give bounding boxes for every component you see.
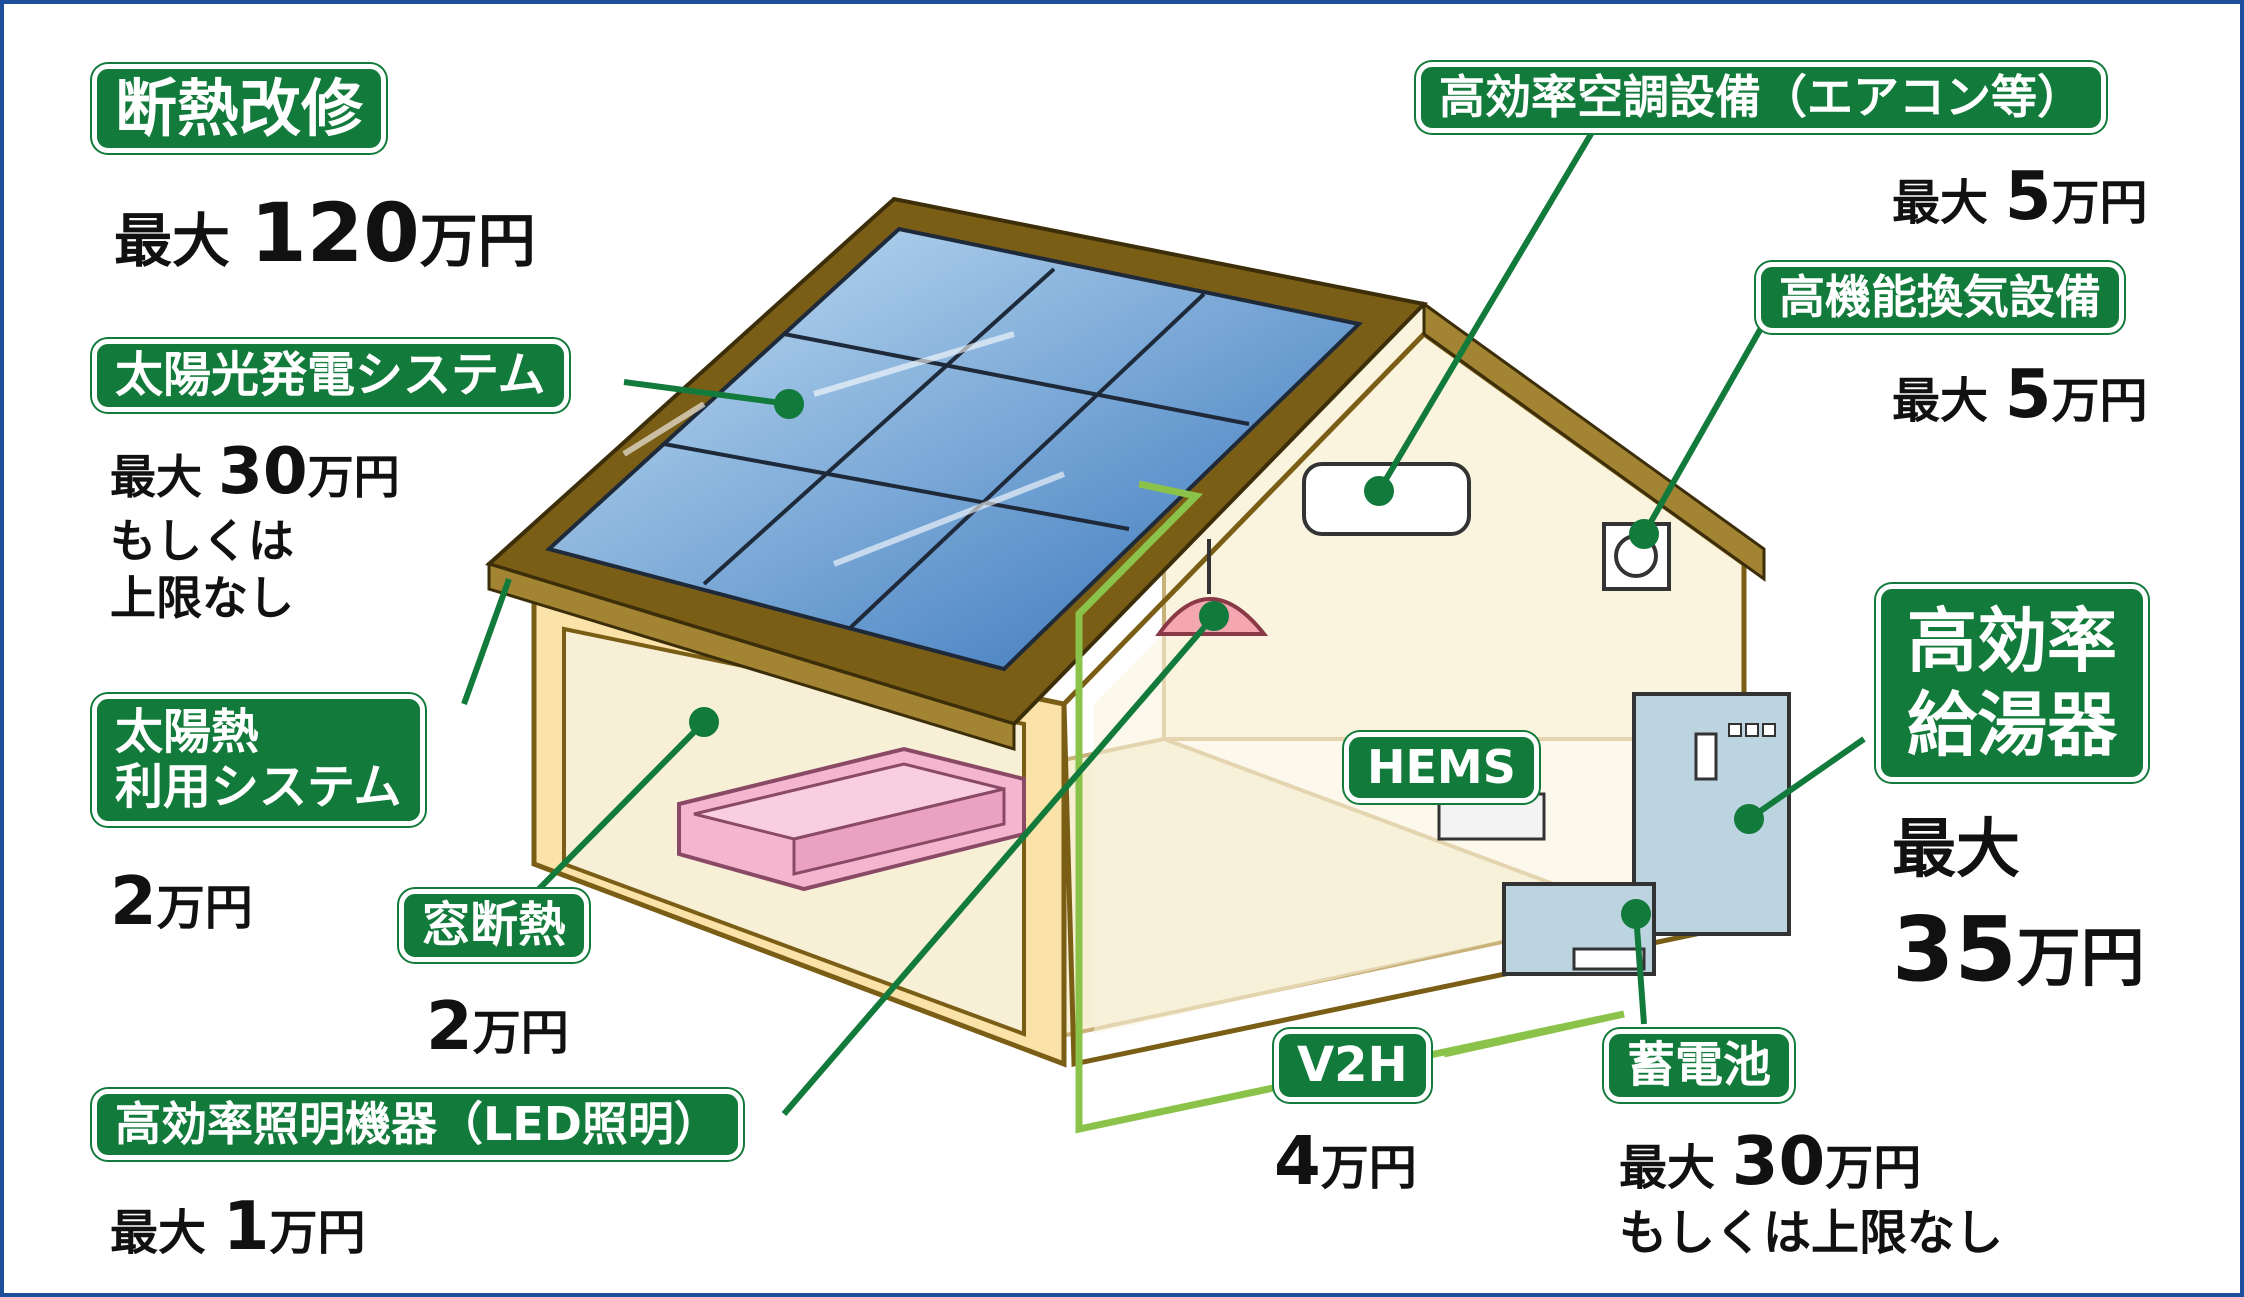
- value-water-heater: 最大 35万円: [1892, 809, 2145, 1009]
- value-solar-power-line3: 上限なし: [110, 571, 294, 625]
- value-lighting-unit: 万円: [269, 1205, 366, 1261]
- value-aircon: 最大 5万円: [1892, 154, 2148, 238]
- roof-ridge: [1422, 301, 1766, 582]
- value-lighting-number: 1: [222, 1187, 270, 1265]
- value-solar-power-unit: 万円: [307, 450, 400, 504]
- label-battery: 蓄電池: [1604, 1029, 1795, 1103]
- value-ventilation: 最大 5万円: [1892, 352, 2148, 436]
- value-solar-power-prefix: 最大: [110, 450, 202, 504]
- value-solar-heat: 2万円: [110, 859, 253, 943]
- value-solar-power: 最大 30万円 もしくは 上限なし: [110, 432, 400, 628]
- value-solar-heat-number: 2: [110, 862, 157, 940]
- label-water-heater: 高効率 給湯器: [1876, 584, 2148, 782]
- value-ventilation-unit: 万円: [2051, 373, 2148, 429]
- label-water-heater-line1: 高効率: [1907, 600, 2117, 682]
- label-aircon: 高効率空調設備（エアコン等）: [1416, 62, 2106, 133]
- value-battery-number: 30: [1731, 1122, 1826, 1200]
- value-insulation-prefix: 最大: [114, 207, 231, 275]
- leader-lines: [461, 127, 1866, 1116]
- label-ventilation: 高機能換気設備: [1756, 262, 2124, 333]
- value-insulation-unit: 万円: [419, 207, 536, 275]
- value-ventilation-number: 5: [2004, 355, 2052, 433]
- value-water-heater-unit: 万円: [2016, 922, 2145, 997]
- value-lighting: 最大 1万円: [110, 1184, 366, 1268]
- value-solar-heat-unit: 万円: [156, 880, 253, 936]
- label-lighting: 高効率照明機器（LED照明）: [92, 1089, 743, 1160]
- value-solar-power-line2: もしくは: [110, 513, 294, 568]
- value-v2h-unit: 万円: [1320, 1140, 1417, 1196]
- value-ventilation-prefix: 最大: [1892, 373, 1989, 429]
- right-wall-cut: [1094, 369, 1704, 1034]
- v2h-line: [1443, 1010, 1625, 1058]
- roof-edge: [487, 561, 1016, 752]
- value-window-number: 2: [426, 987, 473, 1065]
- value-insulation: 最大 120万円: [114, 184, 536, 286]
- label-hems: HEMS: [1344, 732, 1539, 803]
- value-aircon-unit: 万円: [2051, 175, 2148, 231]
- value-battery-unit: 万円: [1825, 1140, 1922, 1196]
- power-line: [1075, 480, 1625, 1134]
- value-battery: 最大 30万円 もしくは上限なし: [1619, 1119, 2003, 1263]
- label-v2h: V2H: [1274, 1029, 1431, 1103]
- value-v2h-number: 4: [1274, 1122, 1321, 1200]
- value-insulation-number: 120: [250, 187, 420, 281]
- label-window: 窓断熱: [399, 889, 590, 963]
- value-aircon-prefix: 最大: [1892, 175, 1989, 231]
- house-illustration: [461, 127, 1866, 1134]
- value-aircon-number: 5: [2004, 157, 2052, 235]
- label-water-heater-line2: 給湯器: [1907, 684, 2117, 766]
- value-water-heater-number: 35: [1892, 898, 2017, 1003]
- label-solar-heat-line2: 利用システム: [115, 759, 402, 816]
- value-solar-power-number: 30: [218, 434, 308, 509]
- value-window-unit: 万円: [472, 1005, 569, 1061]
- value-lighting-prefix: 最大: [110, 1205, 207, 1261]
- label-solar-power: 太陽光発電システム: [92, 339, 569, 413]
- value-v2h: 4万円: [1274, 1119, 1417, 1203]
- value-battery-prefix: 最大: [1619, 1140, 1716, 1196]
- value-water-heater-prefix: 最大: [1892, 813, 2020, 887]
- value-window: 2万円: [426, 984, 569, 1068]
- label-solar-heat: 太陽熱 利用システム: [92, 694, 425, 827]
- value-battery-line2: もしくは上限なし: [1619, 1205, 2004, 1261]
- label-solar-heat-line1: 太陽熱: [115, 704, 260, 760]
- label-insulation: 断熱改修: [92, 64, 387, 154]
